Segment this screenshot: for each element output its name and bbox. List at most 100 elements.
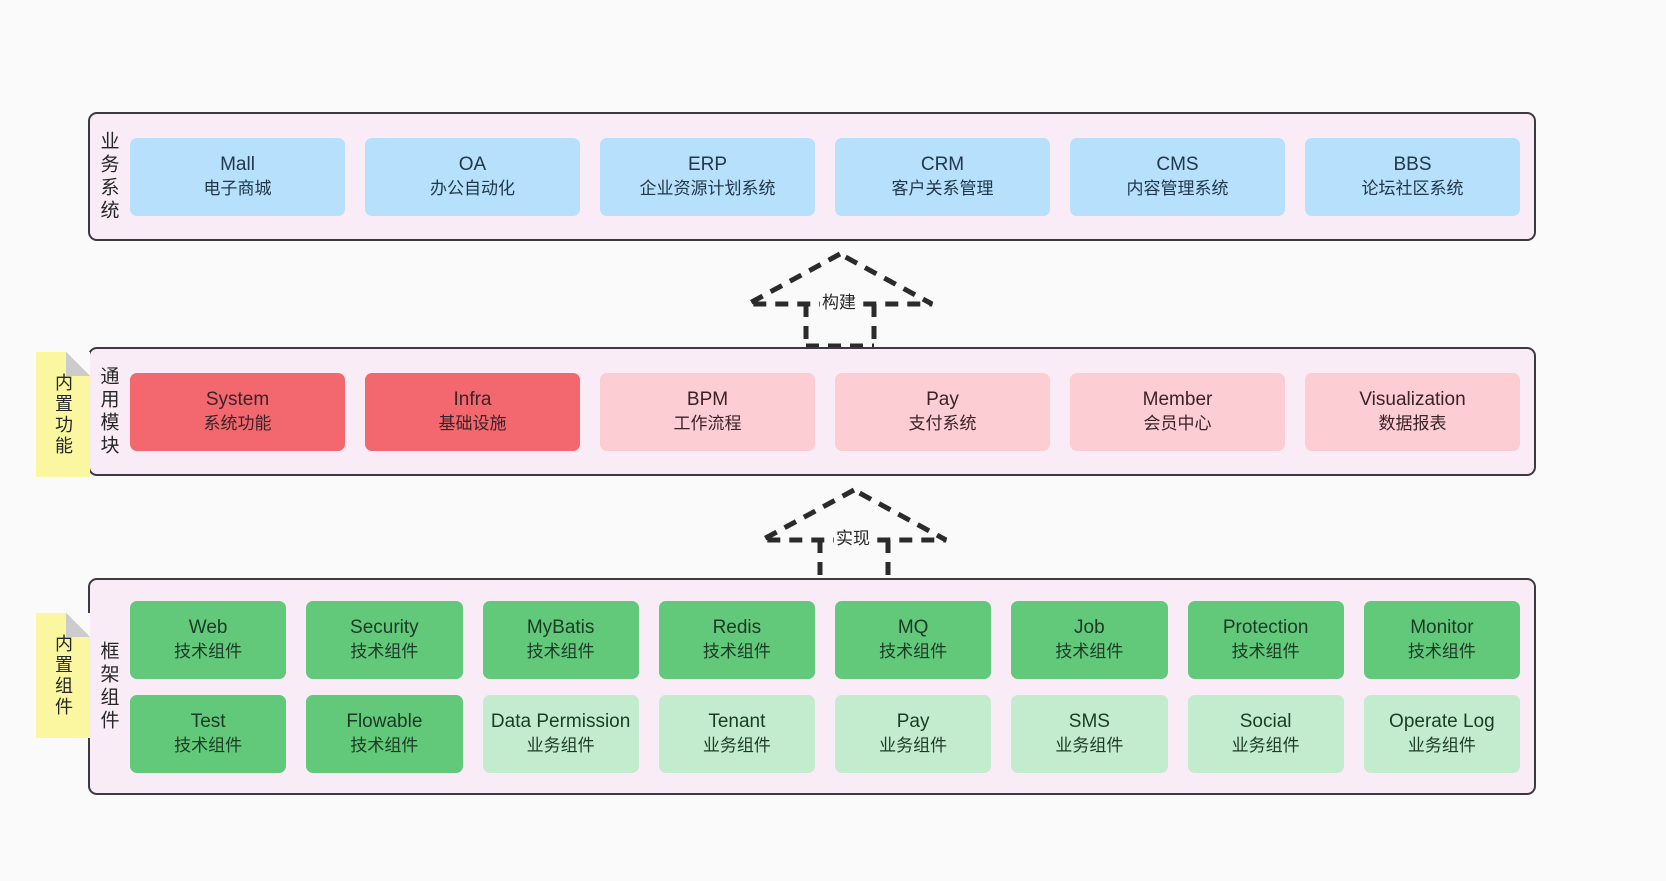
card-title: Data Permission xyxy=(490,711,631,733)
card-row: Test 技术组件 Flowable 技术组件 Data Permission … xyxy=(130,694,1520,773)
card-mall[interactable]: Mall 电子商城 xyxy=(130,137,345,216)
card-cms[interactable]: CMS 内容管理系统 xyxy=(1070,137,1285,216)
card-subtitle: 会员中心 xyxy=(1143,413,1212,433)
card-pay[interactable]: Pay 支付系统 xyxy=(835,372,1050,451)
card-title: Member xyxy=(1142,389,1213,411)
card-title: System xyxy=(205,389,270,411)
card-mq[interactable]: MQ 技术组件 xyxy=(835,600,992,679)
card-subtitle: 电子商城 xyxy=(203,178,272,198)
card-test[interactable]: Test 技术组件 xyxy=(130,694,287,773)
page-fold-icon xyxy=(66,352,90,376)
card-subtitle: 技术组件 xyxy=(174,641,243,661)
card-subtitle: 业务组件 xyxy=(1231,735,1300,755)
card-member[interactable]: Member 会员中心 xyxy=(1070,372,1285,451)
generalization-triangle-icon xyxy=(760,487,948,543)
card-protection[interactable]: Protection 技术组件 xyxy=(1187,600,1344,679)
card-title: SMS xyxy=(1068,711,1110,733)
layer-body-business: Mall 电子商城 OA 办公自动化 ERP 企业资源计划系统 CRM 客户关系… xyxy=(126,114,1534,239)
card-subtitle: 业务组件 xyxy=(1407,735,1476,755)
card-subtitle: 内容管理系统 xyxy=(1126,178,1229,198)
card-subtitle: 技术组件 xyxy=(1407,641,1476,661)
card-title: MyBatis xyxy=(526,617,595,639)
card-title: Pay xyxy=(926,389,959,411)
card-sms[interactable]: SMS 业务组件 xyxy=(1011,694,1168,773)
card-title: Tenant xyxy=(708,711,766,733)
card-pay-component[interactable]: Pay 业务组件 xyxy=(835,694,992,773)
card-title: Flowable xyxy=(346,711,423,733)
layer-common-modules[interactable]: 通用模块 System 系统功能 Infra 基础设施 BPM 工作流程 Pay… xyxy=(88,347,1536,476)
card-subtitle: 办公自动化 xyxy=(430,178,515,198)
card-subtitle: 技术组件 xyxy=(350,735,419,755)
card-system[interactable]: System 系统功能 xyxy=(130,372,345,451)
card-subtitle: 论坛社区系统 xyxy=(1361,178,1464,198)
card-title: BPM xyxy=(686,389,729,411)
note-builtin-function[interactable]: 内置功能 xyxy=(36,352,90,477)
card-row: System 系统功能 Infra 基础设施 BPM 工作流程 Pay 支付系统… xyxy=(130,372,1520,451)
card-security[interactable]: Security 技术组件 xyxy=(306,600,463,679)
connector-implement: 实现 xyxy=(760,487,948,585)
card-subtitle: 数据报表 xyxy=(1378,413,1447,433)
card-subtitle: 技术组件 xyxy=(1055,641,1124,661)
card-subtitle: 技术组件 xyxy=(1231,641,1300,661)
card-subtitle: 企业资源计划系统 xyxy=(639,178,776,198)
layer-framework-components[interactable]: 框架组件 Web 技术组件 Security 技术组件 MyBatis 技术组件… xyxy=(88,578,1536,795)
card-subtitle: 业务组件 xyxy=(879,735,948,755)
card-crm[interactable]: CRM 客户关系管理 xyxy=(835,137,1050,216)
card-title: Web xyxy=(188,617,228,639)
note-label: 内置功能 xyxy=(53,372,73,457)
card-title: Infra xyxy=(453,389,492,411)
card-title: ERP xyxy=(687,154,728,176)
card-row: Web 技术组件 Security 技术组件 MyBatis 技术组件 Redi… xyxy=(130,600,1520,679)
card-subtitle: 技术组件 xyxy=(526,641,595,661)
connector-stem xyxy=(803,304,877,349)
layer-title-common: 通用模块 xyxy=(97,365,119,458)
layer-body-framework: Web 技术组件 Security 技术组件 MyBatis 技术组件 Redi… xyxy=(126,580,1534,793)
card-visualization[interactable]: Visualization 数据报表 xyxy=(1305,372,1520,451)
card-web[interactable]: Web 技术组件 xyxy=(130,600,287,679)
card-title: BBS xyxy=(1393,154,1432,176)
card-bbs[interactable]: BBS 论坛社区系统 xyxy=(1305,137,1520,216)
card-subtitle: 工作流程 xyxy=(673,413,742,433)
card-subtitle: 基础设施 xyxy=(438,413,507,433)
card-job[interactable]: Job 技术组件 xyxy=(1011,600,1168,679)
card-title: Operate Log xyxy=(1389,711,1495,733)
card-title: CMS xyxy=(1156,154,1199,176)
page-fold-icon xyxy=(66,613,90,637)
card-operate-log[interactable]: Operate Log 业务组件 xyxy=(1363,694,1520,773)
generalization-triangle-icon xyxy=(746,251,934,307)
card-title: Redis xyxy=(712,617,762,639)
connector-implement-label: 实现 xyxy=(834,524,872,549)
card-bpm[interactable]: BPM 工作流程 xyxy=(600,372,815,451)
card-tenant[interactable]: Tenant 业务组件 xyxy=(658,694,815,773)
connector-build-label: 构建 xyxy=(820,288,858,313)
card-monitor[interactable]: Monitor 技术组件 xyxy=(1363,600,1520,679)
card-redis[interactable]: Redis 技术组件 xyxy=(658,600,815,679)
card-oa[interactable]: OA 办公自动化 xyxy=(365,137,580,216)
card-social[interactable]: Social 业务组件 xyxy=(1187,694,1344,773)
card-subtitle: 技术组件 xyxy=(879,641,948,661)
layer-body-common: System 系统功能 Infra 基础设施 BPM 工作流程 Pay 支付系统… xyxy=(126,349,1534,474)
card-title: Mall xyxy=(220,154,255,176)
card-subtitle: 技术组件 xyxy=(174,735,243,755)
note-builtin-component[interactable]: 内置组件 xyxy=(36,613,90,738)
card-subtitle: 技术组件 xyxy=(350,641,419,661)
connector-build: 构建 xyxy=(746,251,934,349)
card-infra[interactable]: Infra 基础设施 xyxy=(365,372,580,451)
layer-business-systems[interactable]: 业务系统 Mall 电子商城 OA 办公自动化 ERP 企业资源计划系统 CRM… xyxy=(88,112,1536,241)
card-mybatis[interactable]: MyBatis 技术组件 xyxy=(482,600,639,679)
card-flowable[interactable]: Flowable 技术组件 xyxy=(306,694,463,773)
card-subtitle: 业务组件 xyxy=(1055,735,1124,755)
card-title: Security xyxy=(350,617,419,639)
card-title: Test xyxy=(190,711,226,733)
note-label: 内置组件 xyxy=(53,633,73,718)
layer-title-business: 业务系统 xyxy=(97,130,119,223)
card-subtitle: 技术组件 xyxy=(702,641,771,661)
card-title: Protection xyxy=(1222,617,1309,639)
card-data-permission[interactable]: Data Permission 业务组件 xyxy=(482,694,639,773)
card-subtitle: 系统功能 xyxy=(203,413,272,433)
card-erp[interactable]: ERP 企业资源计划系统 xyxy=(600,137,815,216)
card-title: Job xyxy=(1074,617,1105,639)
layer-title-framework: 框架组件 xyxy=(97,640,119,733)
card-subtitle: 业务组件 xyxy=(526,735,595,755)
